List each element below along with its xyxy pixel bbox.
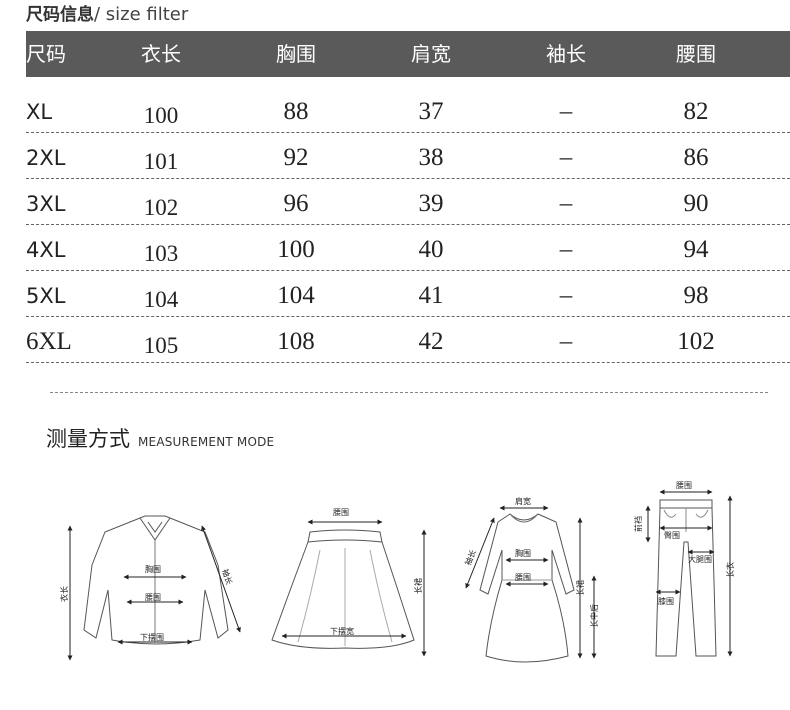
cell-shoulder: 40 — [418, 236, 444, 263]
pants-length-label: 长衣 — [725, 562, 735, 578]
cell-length: 103 — [143, 241, 179, 266]
cell-shoulder: 39 — [418, 190, 444, 217]
shirt-sleeve-line — [201, 525, 241, 633]
dress-sleeve-line — [465, 517, 495, 589]
size-info-title: 尺码信息/ size filter — [26, 2, 188, 28]
shirt-hem-label: 下摆围 — [140, 632, 164, 642]
pants-knee-label: 膝围 — [658, 596, 674, 606]
size-table-header: 尺码 衣长 胸围 肩宽 袖长 腰围 — [26, 31, 790, 77]
cell-size: XL — [26, 100, 53, 124]
table-row: XL 100 88 37 – 82 — [26, 86, 790, 133]
header-sleeve: 袖长 — [546, 42, 586, 66]
measurement-mode-title-en: MEASUREMENT MODE — [138, 435, 275, 449]
cell-waist: 98 — [683, 282, 709, 309]
cell-waist: 90 — [683, 190, 709, 217]
cell-length: 104 — [143, 287, 179, 312]
cell-waist: 86 — [683, 144, 709, 171]
dress-chest-label: 胸围 — [515, 548, 531, 558]
table-row: 5XL 104 104 41 – 98 — [26, 270, 790, 317]
cell-waist: 94 — [683, 236, 709, 263]
skirt-waistband — [307, 529, 383, 543]
measurement-mode-title: 测量方式 MEASUREMENT MODE — [46, 425, 274, 453]
cell-length: 101 — [143, 149, 179, 174]
size-info-title-cn: 尺码信息 — [26, 5, 94, 25]
cell-sleeve: – — [559, 98, 573, 125]
header-size: 尺码 — [26, 42, 66, 66]
cell-shoulder: 38 — [418, 144, 444, 171]
cell-shoulder: 37 — [418, 98, 444, 125]
cell-size: 2XL — [26, 146, 66, 170]
cell-shoulder: 42 — [418, 328, 444, 355]
shirt-length-label: 衣长 — [59, 586, 69, 602]
cell-sleeve: – — [559, 328, 573, 355]
table-row: 2XL 101 92 38 – 86 — [26, 132, 790, 179]
header-length: 衣长 — [141, 42, 181, 66]
cell-chest: 92 — [283, 144, 309, 171]
shirt-collar — [139, 517, 171, 541]
dress-illustration — [465, 505, 597, 663]
cell-size: 6XL — [26, 328, 72, 355]
shirt-sleeve-label: 袖长 — [220, 568, 234, 586]
cell-length: 102 — [143, 195, 179, 220]
header-waist: 腰围 — [676, 42, 716, 66]
table-row: 3XL 102 96 39 – 90 — [26, 178, 790, 225]
cell-sleeve: – — [559, 144, 573, 171]
cell-size: 3XL — [26, 192, 66, 216]
pants-front-rise-label: 前裆 — [633, 516, 643, 532]
pants-illustration — [645, 489, 733, 657]
measurement-illustrations: 胸围 腰围 下摆围 衣长 袖长 腰围 下摆宽 长裙 肩宽 — [59, 481, 735, 663]
cell-chest: 96 — [283, 190, 309, 217]
cell-chest: 100 — [277, 236, 315, 263]
dress-back-length-label: 长中后 — [589, 604, 599, 628]
pants-waist-label: 腰围 — [676, 481, 692, 490]
skirt-length-label: 长裙 — [413, 578, 423, 594]
cell-sleeve: – — [559, 190, 573, 217]
cell-size: 5XL — [26, 284, 66, 308]
dress-shoulder-label: 肩宽 — [515, 496, 531, 506]
pants-waistband — [659, 499, 713, 509]
table-row: 4XL 103 100 40 – 94 — [26, 224, 790, 271]
shirt-illustration — [67, 515, 241, 661]
cell-length: 105 — [143, 333, 179, 358]
pants-thigh-label: 大腿围 — [688, 554, 712, 564]
size-info-title-en: / size filter — [94, 4, 189, 25]
section-divider — [50, 392, 768, 393]
cell-shoulder: 41 — [418, 282, 444, 309]
cell-length: 100 — [143, 103, 179, 128]
skirt-hem-label: 下摆宽 — [330, 626, 354, 636]
table-row: 6XL 105 108 42 – 102 — [26, 316, 790, 363]
cell-sleeve: – — [559, 236, 573, 263]
cell-size: 4XL — [26, 238, 66, 262]
shirt-outline — [83, 515, 229, 645]
cell-waist: 102 — [677, 328, 715, 355]
dress-length-label: 长裙 — [575, 580, 585, 596]
cell-chest: 88 — [283, 98, 309, 125]
skirt-outline — [271, 541, 415, 649]
skirt-illustration — [271, 519, 427, 657]
cell-sleeve: – — [559, 282, 573, 309]
cell-waist: 82 — [683, 98, 709, 125]
shirt-waist-label: 腰围 — [145, 593, 161, 602]
dress-outline — [479, 513, 575, 663]
pants-hip-label: 臀围 — [664, 531, 680, 540]
header-chest: 胸围 — [276, 42, 316, 66]
shirt-chest-label: 胸围 — [145, 564, 161, 574]
pants-outline — [655, 507, 717, 657]
measurement-mode-title-cn: 测量方式 — [46, 427, 130, 451]
cell-chest: 108 — [277, 328, 315, 355]
dress-waist-label: 腰围 — [515, 573, 531, 582]
cell-chest: 104 — [277, 282, 315, 309]
skirt-waist-label: 腰围 — [333, 508, 349, 517]
header-shoulder: 肩宽 — [411, 42, 451, 66]
